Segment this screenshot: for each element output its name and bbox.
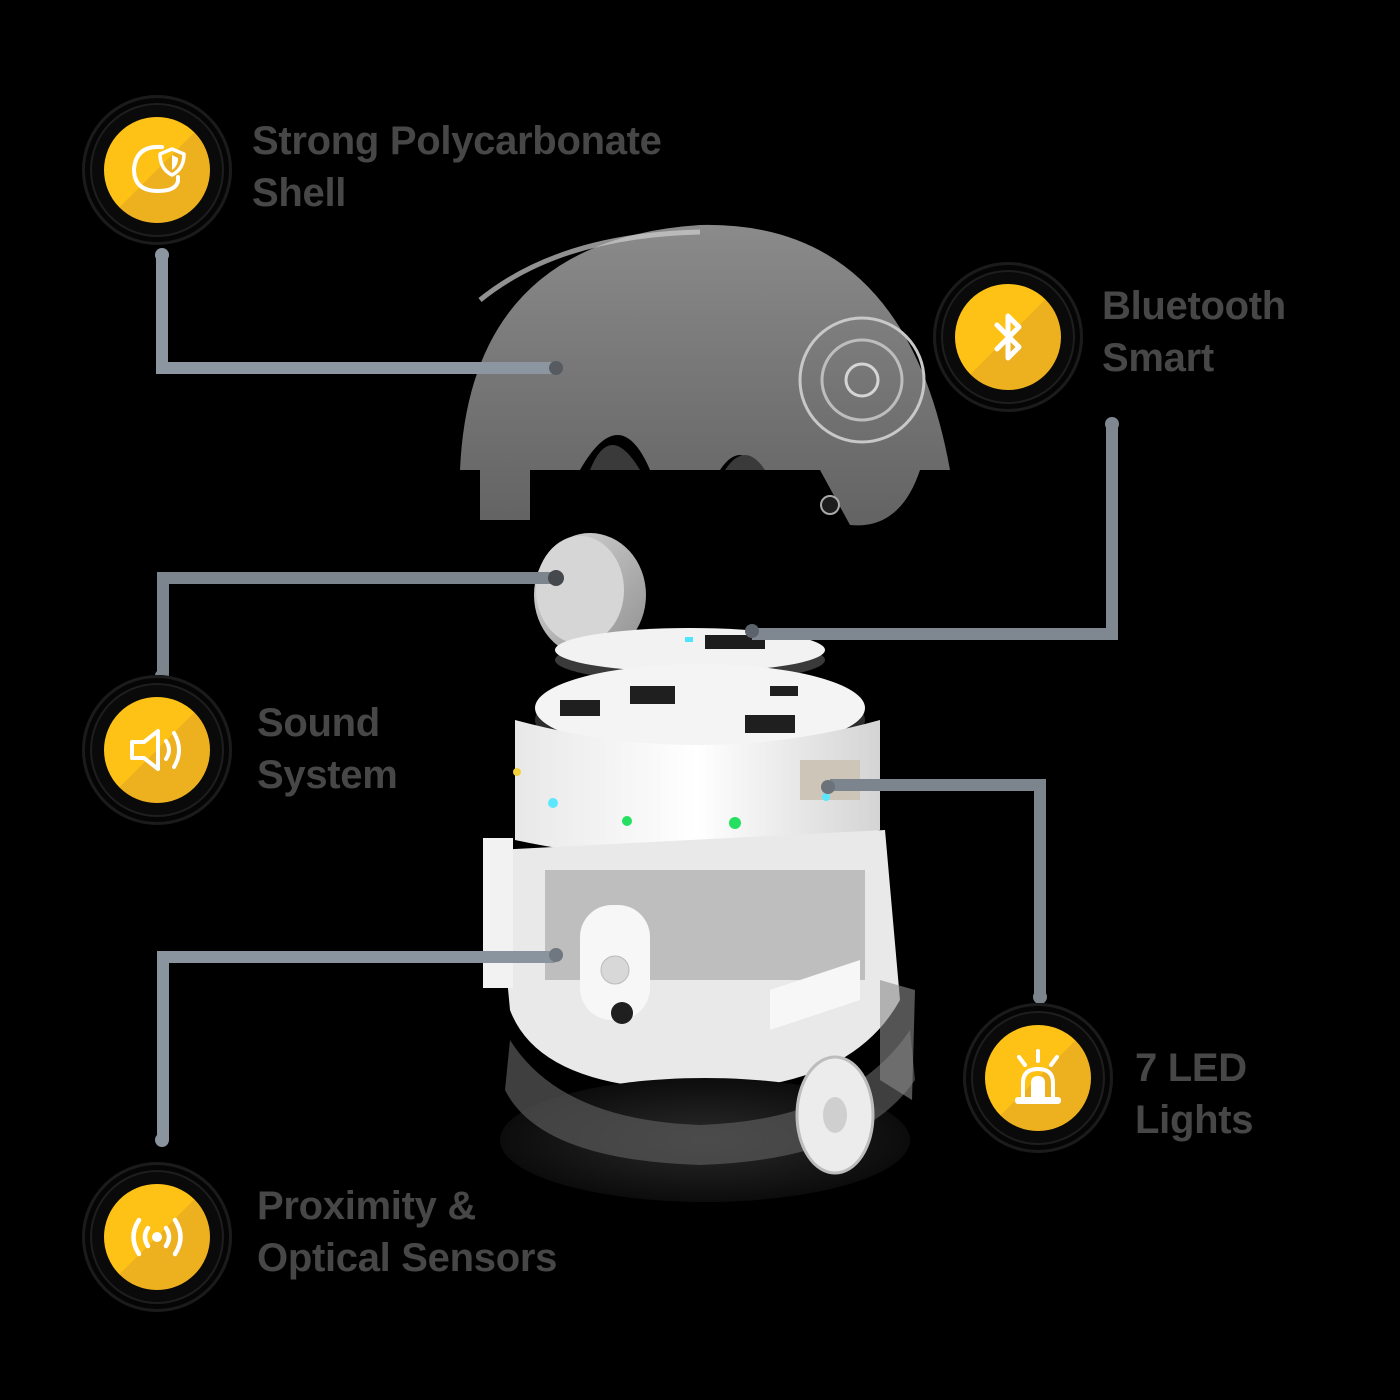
dome-shell bbox=[460, 224, 950, 526]
chassis bbox=[483, 830, 900, 1090]
feature-title-line2: Lights bbox=[1135, 1098, 1254, 1142]
bluetooth-icon bbox=[994, 313, 1022, 361]
feature-badge-sound bbox=[82, 675, 232, 825]
feature-badge-bluetooth bbox=[933, 262, 1083, 412]
signal-broadcast-icon bbox=[131, 1217, 183, 1257]
feature-badge-sensors bbox=[82, 1162, 232, 1312]
speaker-icon bbox=[130, 729, 181, 771]
siren-light-icon bbox=[1015, 1049, 1061, 1104]
feature-label-bluetooth: Bluetooth Smart bbox=[1102, 280, 1286, 384]
shield-shell-icon bbox=[131, 144, 186, 194]
speaker-disc bbox=[534, 533, 646, 657]
feature-title-line1: Sound bbox=[257, 701, 380, 745]
feature-badge-led bbox=[963, 1003, 1113, 1153]
feature-title-line1: 7 LED bbox=[1135, 1046, 1247, 1090]
feature-label-led: 7 LED Lights bbox=[1135, 1042, 1253, 1146]
feature-title-line2: Shell bbox=[252, 171, 347, 215]
feature-title-line1: Bluetooth bbox=[1102, 284, 1286, 328]
feature-title-line2: Smart bbox=[1102, 336, 1214, 380]
feature-title-line2: Optical Sensors bbox=[257, 1236, 558, 1280]
feature-label-sound: Sound System bbox=[257, 697, 398, 801]
feature-title-line1: Strong Polycarbonate bbox=[252, 119, 662, 163]
feature-badge-shell bbox=[82, 95, 232, 245]
base-wheels bbox=[500, 980, 915, 1202]
connector-lines bbox=[155, 248, 1119, 1147]
feature-label-shell: Strong Polycarbonate Shell bbox=[252, 115, 662, 219]
feature-title-line2: System bbox=[257, 753, 398, 797]
feature-label-sensors: Proximity & Optical Sensors bbox=[257, 1180, 557, 1284]
feature-title-line1: Proximity & bbox=[257, 1184, 476, 1228]
